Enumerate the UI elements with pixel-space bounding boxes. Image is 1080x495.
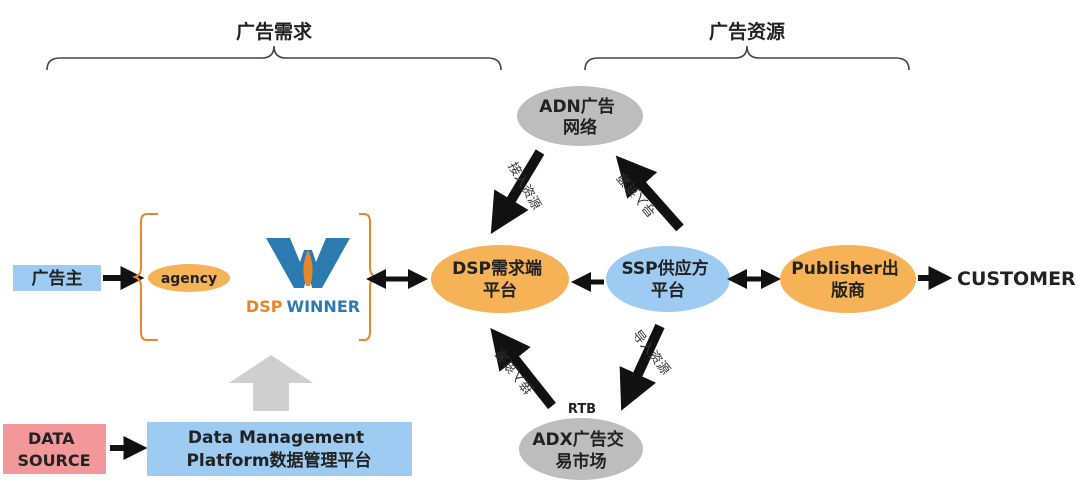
publisher-label: Publisher出 版商 [791, 258, 904, 301]
ssp-node [606, 246, 730, 312]
data-source-label: DATA SOURCE [17, 429, 90, 470]
adx-label-line1: ADX广告交 [532, 429, 623, 450]
ssp-label-line1: SSP供应方 [621, 258, 708, 279]
dsp-label: DSP需求端 平台 [452, 258, 548, 301]
ssp-to-adx-arrow [619, 323, 665, 411]
publisher-label-line2: 版商 [831, 280, 865, 301]
agency-right-bracket [359, 213, 380, 341]
adn-node [517, 86, 643, 146]
ssp-label-line2: 平台 [651, 280, 685, 301]
logo-word-winner: WINNER [286, 297, 360, 316]
logo-word-dsp: DSP [246, 297, 283, 316]
adn-label-line2: 网络 [563, 117, 597, 138]
adx-node [519, 418, 643, 480]
adx-label-line2: 易市场 [556, 451, 607, 472]
supply-heading: 广告资源 [709, 20, 785, 43]
adn-label-line1: ADN广告 [539, 96, 615, 117]
adx-to-dsp-arrow [490, 328, 556, 410]
dsp-node [431, 245, 569, 313]
advertiser-label: 广告主 [32, 268, 83, 289]
supply-brace [584, 45, 910, 71]
advertiser-box [13, 265, 101, 291]
ssp-to-adn-arrow [615, 155, 684, 232]
dmp-label-line1: Data Management [188, 428, 364, 448]
adn-label: ADN广告 网络 [539, 96, 620, 138]
logo-initial: W [0, 0, 1, 1]
publisher-label-line1: Publisher出 [791, 258, 899, 279]
agency-node [148, 264, 230, 292]
dmp-to-dsp-winner-arrow [229, 355, 313, 411]
dmp-label: Data Management Platform数据管理平台 [186, 428, 371, 471]
customer-label: CUSTOMER [957, 268, 1076, 290]
dmp-box [147, 422, 412, 476]
data-source-line1: DATA [28, 429, 75, 448]
demand-brace [46, 45, 502, 71]
adn-to-dsp-arrow [490, 149, 545, 235]
demand-heading: 广告需求 [236, 20, 313, 43]
dsp-label-line1: DSP需求端 [452, 258, 542, 279]
rtb-label: RTB [568, 402, 596, 417]
data-source-box [3, 424, 106, 474]
dsp-label-line2: 平台 [483, 280, 517, 301]
publisher-node [780, 245, 916, 313]
agency-label: agency [161, 271, 217, 287]
adx-label: ADX广告交 易市场 [532, 429, 629, 472]
data-source-line2: SOURCE [17, 451, 90, 470]
dmp-label-line2: Platform数据管理平台 [186, 450, 371, 471]
ssp-label: SSP供应方 平台 [621, 258, 714, 301]
logo-flame [303, 250, 313, 286]
agency-left-bracket [131, 213, 158, 341]
